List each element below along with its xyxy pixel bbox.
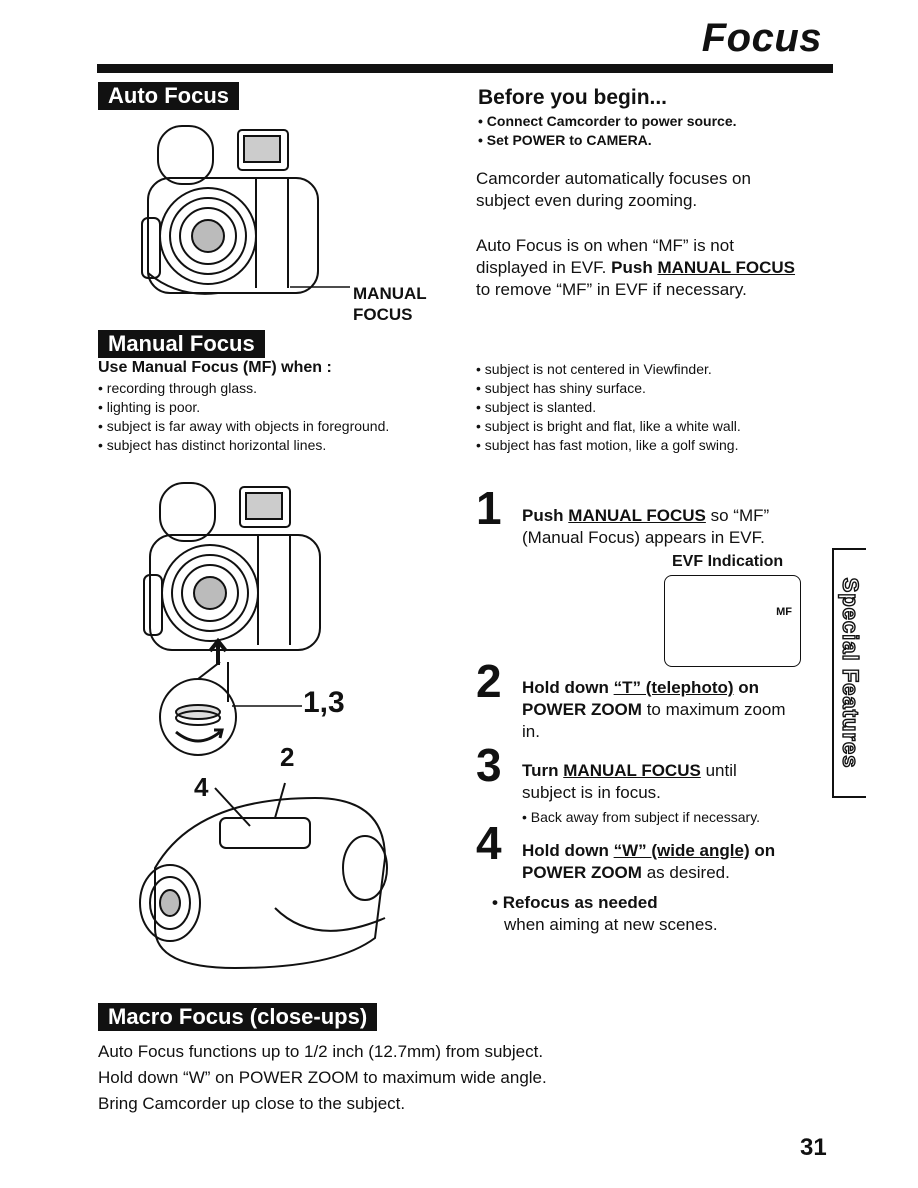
step-3-verb: Turn: [522, 761, 559, 780]
manual-focus-left-list: recording through glass. lighting is poo…: [98, 379, 389, 455]
before-bullet-1: Connect Camcorder to power source.: [478, 112, 737, 131]
camcorder-rear-illustration: [141, 125, 319, 295]
refocus-note: Refocus as needed when aiming at new sce…: [492, 892, 792, 936]
manual-focus-right-list: subject is not centered in Viewfinder. s…: [476, 360, 741, 455]
list-item: lighting is poor.: [98, 398, 389, 417]
step-2-line-2: to maximum zoom: [646, 700, 786, 719]
callout-leader-line: [232, 705, 302, 707]
auto-focus-banner: Auto Focus: [98, 82, 239, 110]
step-1-verb: Push: [522, 506, 564, 525]
step-3-line-2: subject is in focus.: [522, 783, 661, 802]
mf-note-line-2: displayed in EVF. Push MANUAL FOCUS: [476, 257, 836, 279]
step-4-verb: Hold down: [522, 841, 609, 860]
mf-note-push: Push: [611, 258, 653, 277]
step-4-power-zoom: POWER ZOOM: [522, 863, 642, 882]
evf-mf-indicator: MF: [776, 606, 792, 618]
evf-indication-label: EVF Indication: [672, 553, 784, 570]
callout-line-2: FOCUS: [353, 305, 413, 324]
refocus-text: when aiming at new scenes.: [504, 915, 718, 934]
step-1-control: MANUAL FOCUS: [568, 506, 706, 525]
step-4-line-2: as desired.: [646, 863, 730, 882]
step-2-power-zoom: POWER ZOOM: [522, 700, 642, 719]
step-4-text: Hold down “W” (wide angle) on POWER ZOOM…: [522, 840, 822, 884]
macro-line-3: Bring Camcorder up close to the subject.: [98, 1094, 406, 1113]
step-3-control: MANUAL FOCUS: [563, 761, 701, 780]
step-2-cont: on: [738, 678, 760, 697]
step-1-cont: so “MF”: [710, 506, 770, 525]
before-begin-heading: Before you begin...: [478, 86, 668, 109]
step-3-text: Turn MANUAL FOCUS until subject is in fo…: [522, 760, 822, 827]
before-bullet-2: Set POWER to CAMERA.: [478, 131, 737, 150]
mf-note-text: displayed in EVF.: [476, 258, 607, 277]
header-rule: [97, 64, 833, 73]
manual-focus-banner: Manual Focus: [98, 330, 265, 358]
list-item: subject is not centered in Viewfinder.: [476, 360, 741, 379]
callout-line-1: MANUAL: [353, 284, 427, 303]
manual-focus-callout: MANUAL FOCUS: [353, 283, 427, 325]
callout-4: 4: [194, 772, 209, 802]
step-4-number: 4: [476, 817, 502, 869]
step-3-cont: until: [705, 761, 737, 780]
step-3-number: 3: [476, 739, 502, 791]
list-item: subject has shiny surface.: [476, 379, 741, 398]
macro-line-1: Auto Focus functions up to 1/2 inch (12.…: [98, 1042, 544, 1061]
refocus-heading: Refocus as needed: [492, 892, 792, 914]
auto-focus-description: Camcorder automatically focuses on subje…: [476, 169, 751, 210]
step-2-number: 2: [476, 655, 502, 707]
mf-note-line-1: Auto Focus is on when “MF” is not: [476, 236, 734, 255]
macro-line-2: Hold down “W” on POWER ZOOM to maximum w…: [98, 1068, 547, 1087]
list-item: subject is bright and flat, like a white…: [476, 417, 741, 436]
side-tab-label: Special Features: [837, 577, 863, 769]
step-4-cont: on: [754, 841, 776, 860]
step-1-number: 1: [476, 482, 502, 534]
manual-focus-heading: Use Manual Focus (MF) when :: [98, 359, 332, 376]
list-item: subject has distinct horizontal lines.: [98, 436, 389, 455]
focus-dial-closeup-icon: [159, 662, 237, 756]
step-3-note: Back away from subject if necessary.: [522, 808, 822, 827]
list-item: subject is far away with objects in fore…: [98, 417, 389, 436]
step-2-text: Hold down “T” (telephoto) on POWER ZOOM …: [522, 677, 822, 743]
step-2-control: “T” (telephoto): [613, 678, 734, 697]
evf-indication-box: MF: [664, 575, 801, 667]
manual-focus-leader-line: [290, 286, 350, 288]
list-item: subject is slanted.: [476, 398, 741, 417]
page-title: Focus: [701, 16, 822, 60]
camcorder-rear-illustration-2: [143, 482, 321, 665]
step-1-line-2: (Manual Focus) appears in EVF.: [522, 528, 765, 547]
step-4-control: “W” (wide angle): [613, 841, 750, 860]
step-1-text: Push MANUAL FOCUS so “MF” (Manual Focus)…: [522, 505, 802, 549]
mf-display-note: Auto Focus is on when “MF” is not displa…: [476, 235, 836, 301]
page-number: 31: [800, 1134, 827, 1161]
macro-focus-banner: Macro Focus (close-ups): [98, 1003, 378, 1031]
callout-1-3: 1,3: [303, 686, 345, 719]
mf-note-line-3: to remove “MF” in EVF if necessary.: [476, 280, 747, 299]
camcorder-side-illustration: [139, 782, 388, 970]
list-item: subject has fast motion, like a golf swi…: [476, 436, 741, 455]
step-2-line-3: in.: [522, 722, 540, 741]
macro-focus-text: Auto Focus functions up to 1/2 inch (12.…: [98, 1039, 698, 1117]
before-begin-list: Connect Camcorder to power source. Set P…: [478, 112, 737, 150]
callout-2: 2: [280, 742, 295, 772]
step-2-verb: Hold down: [522, 678, 609, 697]
section-side-tab: Special Features: [832, 548, 866, 798]
mf-note-button-name: MANUAL FOCUS: [657, 258, 796, 277]
list-item: recording through glass.: [98, 379, 389, 398]
